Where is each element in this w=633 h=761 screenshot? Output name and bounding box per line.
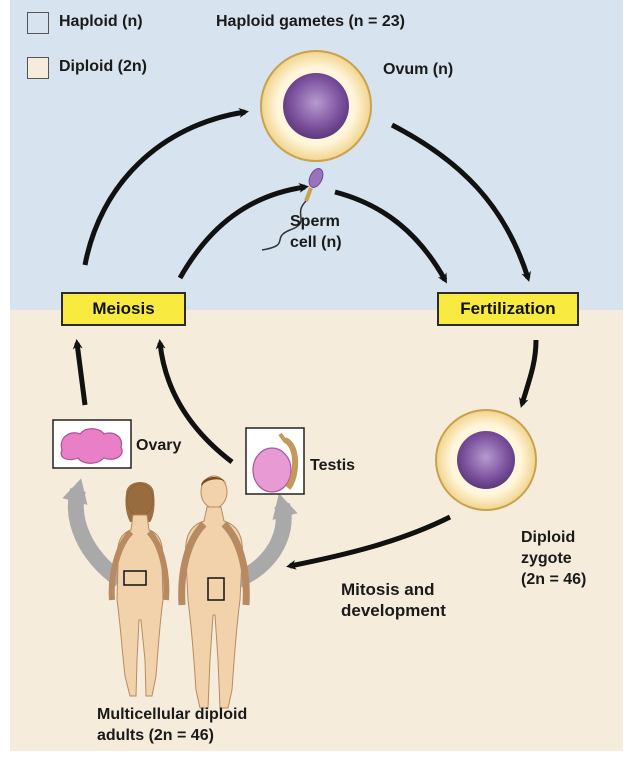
arrow-sperm-to-fertilization — [334, 189, 448, 284]
arrow-meiosis-to-sperm — [177, 182, 309, 280]
zygote-label-line1: Diploid — [521, 529, 576, 546]
zygote-label-line3: (2n = 46) — [521, 571, 587, 588]
mitosis-label-line1: Mitosis and — [341, 580, 435, 599]
haploid-gametes-label: Haploid gametes (n = 23) — [216, 13, 405, 30]
mitosis-label-line2: development — [341, 601, 446, 620]
arrow-ovary-to-meiosis — [72, 339, 88, 406]
zygote-cell — [435, 409, 537, 511]
arrow-testis-to-meiosis — [155, 339, 234, 464]
arrow-meiosis-to-ovum — [82, 107, 249, 266]
female-figure — [108, 482, 170, 697]
legend-haploid-swatch — [27, 12, 49, 34]
arrow-zygote-to-adults — [286, 514, 452, 570]
legend-haploid-label: Haploid (n) — [59, 13, 143, 30]
zygote-label-line2: zygote — [521, 550, 572, 567]
testis-label: Testis — [310, 457, 356, 474]
gray-arrow-female — [62, 478, 125, 587]
ovary-icon — [52, 419, 132, 469]
adults-label-line2: adults (2n = 46) — [97, 727, 214, 744]
legend-diploid-label: Diploid (2n) — [59, 58, 147, 75]
diploid-region — [10, 310, 623, 751]
sperm-label-line1: Sperm — [290, 213, 340, 230]
ovary-label: Ovary — [136, 437, 182, 454]
adults-label-line1: Multicellular diploid — [97, 706, 248, 723]
meiosis-box: Meiosis — [61, 292, 186, 326]
sperm-label-line2: cell (n) — [290, 234, 342, 251]
ovum-cell — [260, 50, 372, 162]
legend-diploid-swatch — [27, 57, 49, 79]
ovum-label: Ovum (n) — [383, 61, 454, 78]
arrow-fertilization-to-zygote — [518, 339, 539, 408]
testis-icon — [245, 427, 305, 495]
male-figure — [178, 475, 250, 709]
sperm-cell — [261, 168, 324, 251]
fertilization-box: Fertilization — [437, 292, 579, 326]
arrow-ovum-to-fertilization — [390, 122, 531, 282]
